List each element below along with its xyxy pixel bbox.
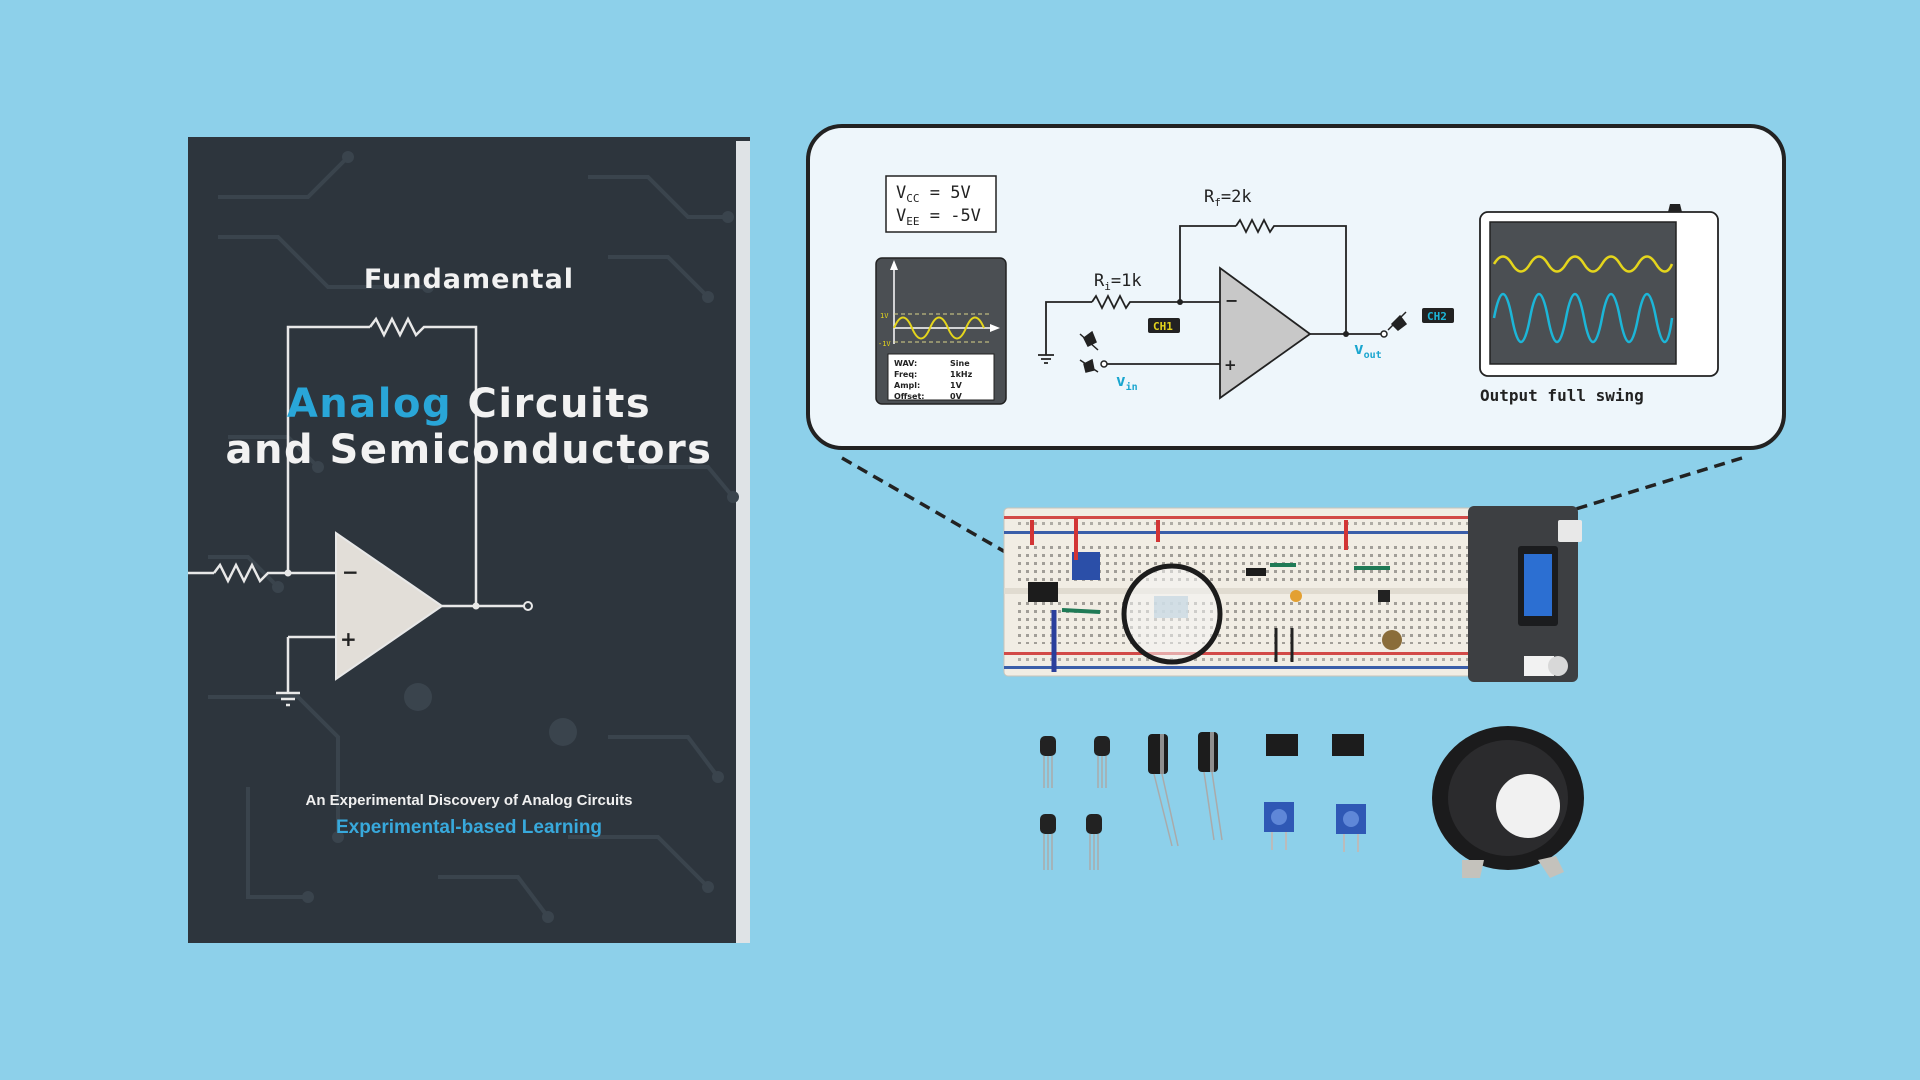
book-cover-art: − + [188,137,750,943]
book-subtitle: An Experimental Discovery of Analog Circ… [305,792,633,809]
vcc-label: VCC = 5V [896,183,971,205]
transistor-icon [1094,736,1110,788]
oscilloscope [1479,204,1719,377]
siggen-y-bottom: -1V [878,340,891,348]
vin-label: vin [1116,371,1138,393]
scope-caption: Output full swing [1480,386,1644,405]
vout-label: vout [1354,339,1382,361]
breadboard [1003,507,1515,677]
siggen-y-top: 1V [880,312,889,320]
ch1-badge [1148,318,1180,333]
transistor-icon [1086,814,1102,870]
siggen-row-key: Ampl: [894,381,920,390]
ch1-probe-icon [1079,330,1099,373]
opamp-triangle [1219,266,1312,400]
transistor-icon [1040,736,1056,788]
capacitor-icon [1148,734,1179,847]
ch2-badge [1422,308,1454,323]
rf-label: Rf=2k [1204,187,1252,209]
schematic-callout: VCC = 5V VEE = -5V 1V -1V WAV: Sine Freq… [806,124,1786,450]
siggen-row-value: 1kHz [950,370,973,379]
ch1-label: CH1 [1153,320,1173,333]
book-title-circuits: Circuits [452,381,652,427]
siggen-row-value: 1V [950,381,963,390]
opamp-plus: + [1224,356,1237,374]
board-cap [1382,630,1402,650]
board-ic [1028,582,1058,602]
schematic-diagram: VCC = 5V VEE = -5V 1V -1V WAV: Sine Freq… [875,175,1719,405]
siggen-row-key: Freq: [894,370,917,379]
transistor-icon [1040,814,1056,870]
siggen-row-key: Offset: [894,392,925,401]
opamp-minus: − [1225,291,1238,310]
controller-board [1468,506,1582,682]
board-diode [1246,568,1266,576]
siggen-row-value: 0V [950,392,963,401]
potentiometer-icon [1432,726,1584,878]
board-button [1378,590,1390,602]
ic-chip-icon [1266,734,1364,756]
book-title-accent: Analog [286,381,453,427]
book-title-semiconductors: and Semiconductors [225,427,713,473]
cover-opamp-plus: + [340,627,357,651]
ri-label: Ri=1k [1094,271,1142,293]
signal-generator: 1V -1V WAV: Sine Freq: 1kHz Ampl: 1V Off… [875,257,1007,405]
vee-label: VEE = -5V [896,206,981,228]
book-tagline: Experimental-based Learning [335,817,603,838]
book-title-fundamental: Fundamental [363,264,575,295]
book-title-main: Analog Circuits and Semiconductors [188,381,750,473]
trimmer-pot-icon [1264,802,1366,852]
cover-opamp-minus: − [342,560,359,584]
book-cover: − + Fundamental Analog Circuits and Semi… [188,137,750,943]
ch2-label: CH2 [1427,310,1447,323]
ch2-probe-icon [1387,311,1408,331]
capacitor-icon [1198,732,1223,841]
siggen-row-key: WAV: [894,359,917,368]
supply-voltage-box [885,175,997,233]
opamp-circuit [1038,217,1382,365]
siggen-row-value: Sine [950,359,970,368]
